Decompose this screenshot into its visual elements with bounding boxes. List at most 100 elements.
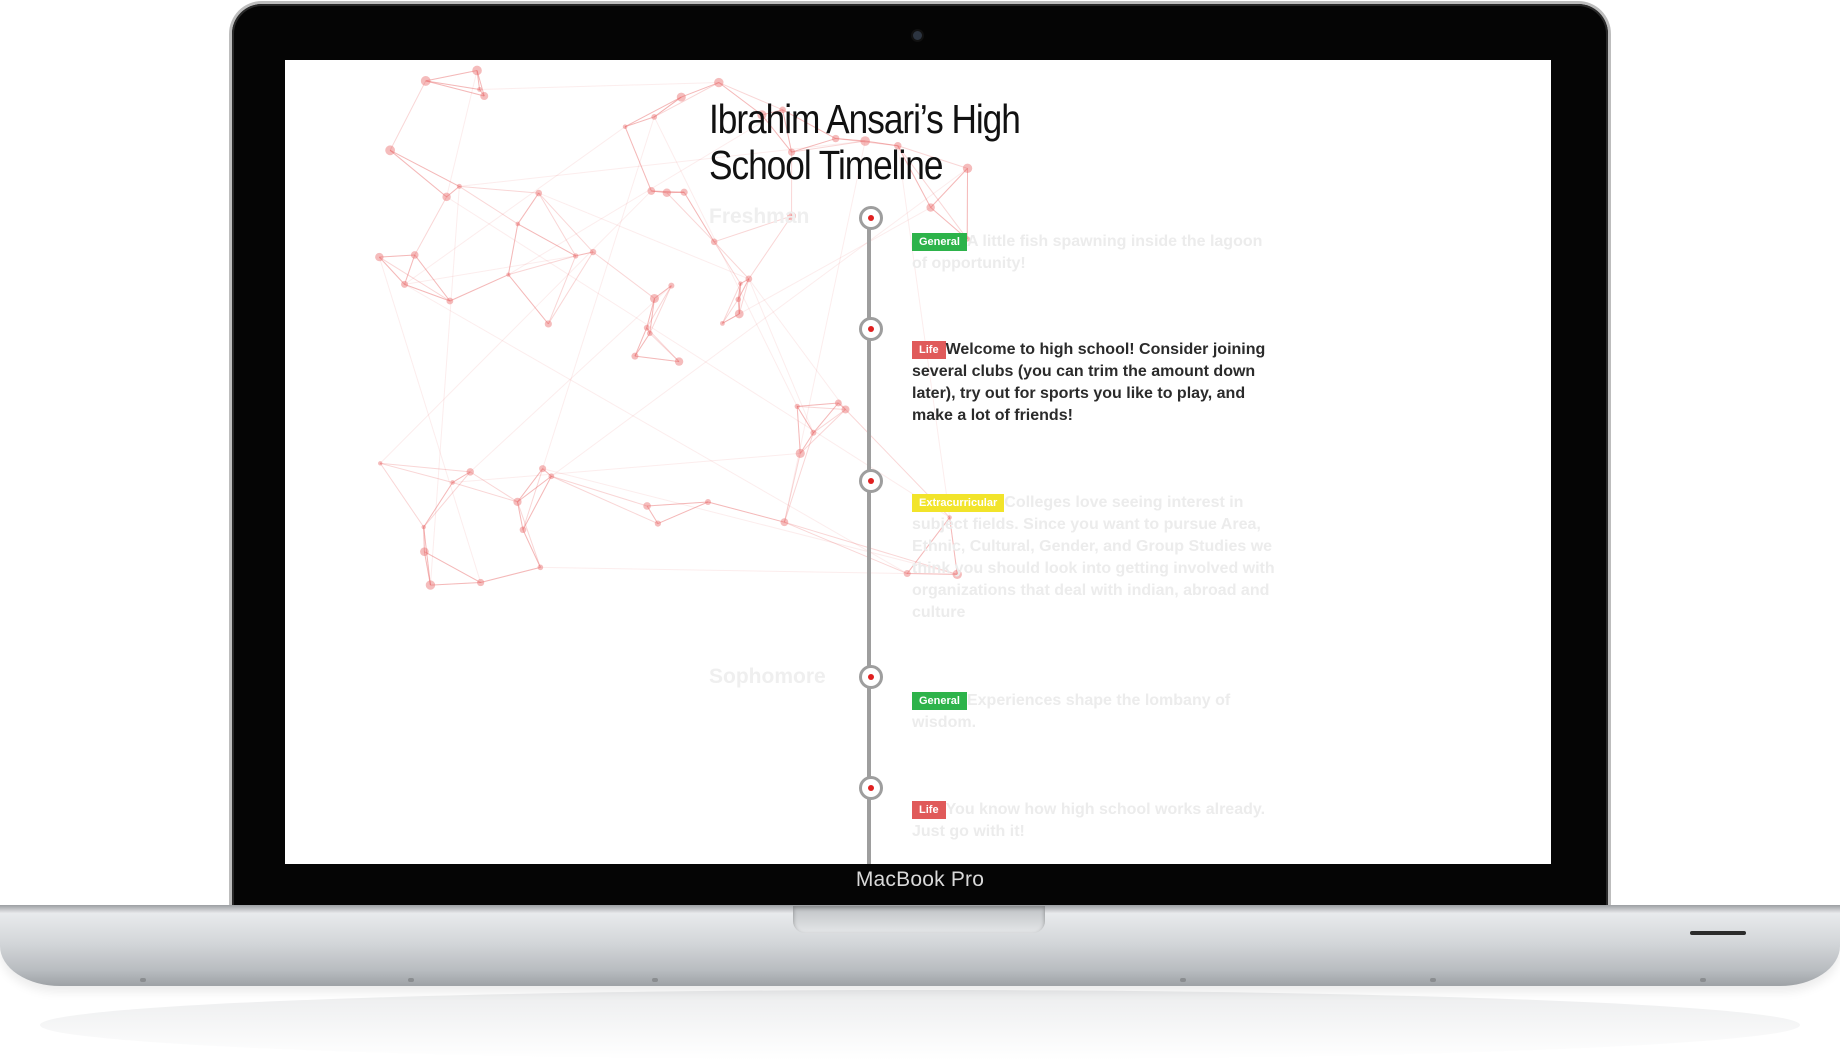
network-line [838,402,846,410]
network-line [540,566,908,575]
timeline-node[interactable] [859,206,883,230]
network-node [794,403,800,409]
network-node [710,238,718,246]
network-node [860,136,870,146]
network-line [380,462,453,483]
network-line [517,501,524,530]
node-dot-icon [868,785,874,791]
network-line [646,298,655,328]
network-line [646,298,655,328]
network-line [714,215,792,243]
network-node [831,134,840,143]
network-line [647,501,709,507]
timeline-node[interactable] [859,665,883,689]
network-line [707,501,785,523]
network-line [722,207,931,324]
network-line [423,526,431,586]
network-line [649,285,672,334]
network-line [624,126,652,192]
network-line [718,82,763,116]
network-node [544,320,552,328]
network-line [389,149,460,187]
year-label-freshman: Freshman [709,205,810,228]
network-line [738,278,750,315]
network-line [646,505,659,524]
network-line [508,274,549,325]
network-line [653,82,720,118]
network-line [796,406,814,434]
network-node [779,106,786,114]
network-line [508,274,549,325]
network-node [631,352,639,360]
network-line [459,185,539,194]
network-line [423,551,431,586]
network-node [787,211,796,221]
network-line [718,82,783,111]
network-line [425,80,485,97]
network-node [442,192,451,202]
network-line [907,573,958,575]
network-line [707,501,785,523]
network-line [835,138,866,142]
network-line [449,274,509,302]
network-line [651,190,685,193]
network-line [634,327,648,357]
network-line [737,299,740,314]
network-node [649,293,659,303]
network-line [681,82,719,98]
network-node [738,281,743,286]
network-line [897,145,932,208]
network-line [404,283,908,574]
entry-text: Experiences shape the lombany of wisdom. [912,692,1231,731]
network-line [547,255,577,325]
network-line [479,82,719,90]
network-line [404,254,416,285]
network-line [683,191,715,243]
network-node [674,357,684,366]
network-line [389,149,460,187]
network-node [680,188,688,196]
timeline-node[interactable] [859,469,883,493]
network-node [480,92,489,101]
network-line [930,168,968,208]
network-line [446,186,460,198]
network-line [799,432,814,454]
network-line [930,168,968,208]
network-line [838,402,846,410]
laptop-foot [140,978,146,982]
network-line [538,192,577,257]
network-line [782,109,793,153]
network-line [865,140,898,147]
network-node [668,282,675,289]
timeline-node[interactable] [859,317,883,341]
category-badge-life: Life [912,341,946,359]
network-line [713,241,741,284]
network-line [784,521,908,575]
network-line [479,89,485,97]
network-node [962,163,973,174]
network-line [379,256,451,302]
network-line [423,482,453,528]
node-dot-icon [868,326,874,332]
network-line [423,482,453,528]
network-node [894,142,902,150]
network-node [651,113,658,120]
network-line [797,402,839,407]
network-line [897,145,951,518]
network-line [796,406,814,434]
network-line [522,529,541,568]
network-node [788,148,796,156]
network-node [643,324,650,331]
network-line [517,192,540,225]
network-line [423,526,425,552]
entry-text: You know how high school works already. … [912,801,1266,840]
network-line [634,355,680,363]
network-node [378,461,383,466]
network-node [757,110,767,120]
network-line [624,126,652,192]
timeline-node[interactable] [859,776,883,800]
network-line [542,468,552,477]
network-line [799,409,846,454]
network-line [799,432,814,454]
